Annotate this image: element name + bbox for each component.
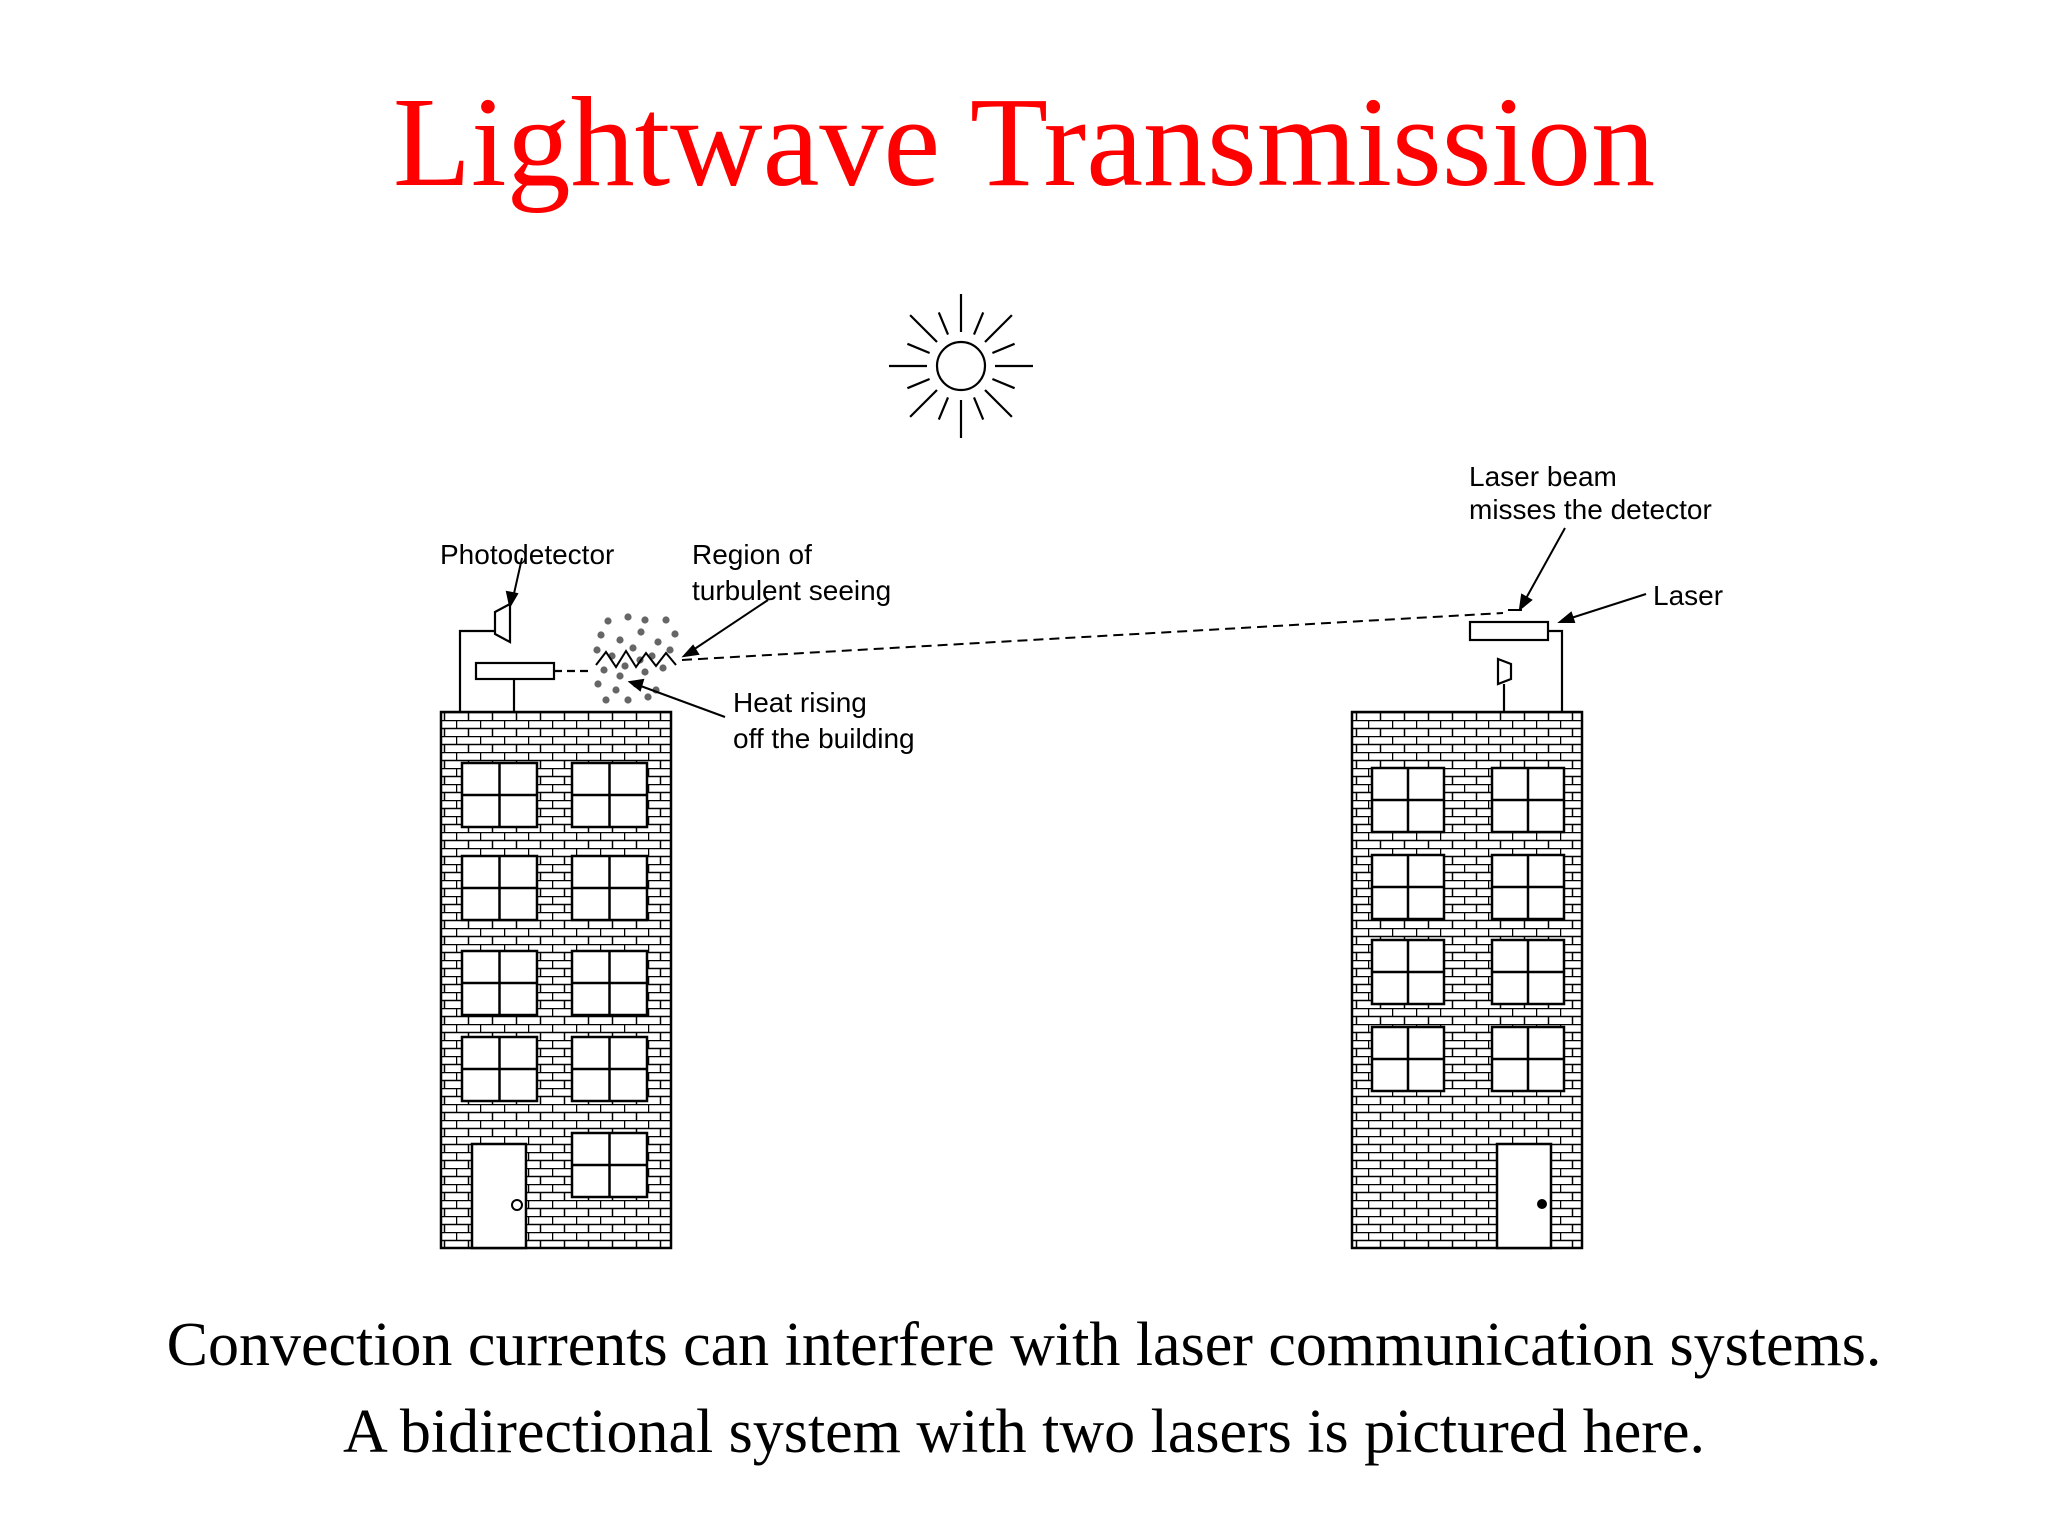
window bbox=[570, 1035, 649, 1103]
window bbox=[1490, 853, 1566, 921]
right-building bbox=[1350, 710, 1584, 1250]
window bbox=[460, 854, 539, 922]
left-laser-icon bbox=[474, 661, 556, 681]
left-rooftop-equipment bbox=[458, 602, 593, 712]
laser-beam bbox=[681, 612, 1504, 661]
turbulence-dot bbox=[662, 616, 670, 624]
window bbox=[570, 1131, 649, 1199]
label-laser: Laser bbox=[1653, 580, 1723, 611]
sun-ray bbox=[909, 314, 938, 343]
turbulence-dot bbox=[644, 693, 652, 701]
label-beam-line1: Laser beam bbox=[1469, 461, 1617, 492]
window bbox=[460, 1035, 539, 1103]
caption-line-1: Convection currents can interfere with l… bbox=[166, 1311, 1882, 1379]
arrowhead-heat bbox=[627, 678, 645, 692]
sun-ray bbox=[906, 377, 931, 390]
caption-line-2: A bidirectional system with two lasers i… bbox=[343, 1398, 1705, 1466]
right-rooftop-equipment bbox=[1468, 620, 1564, 712]
turbulence-dot bbox=[616, 636, 624, 644]
turbulence-dot bbox=[616, 672, 624, 680]
label-region-line2: turbulent seeing bbox=[692, 575, 891, 606]
sun-ray bbox=[972, 396, 985, 421]
turbulence-dot bbox=[659, 664, 667, 672]
sun-ray bbox=[972, 311, 985, 336]
turbulence-dot bbox=[602, 696, 610, 704]
window bbox=[1490, 1025, 1566, 1093]
turbulence-dot bbox=[641, 616, 649, 624]
photodetector-icon bbox=[493, 602, 512, 644]
window bbox=[1370, 853, 1446, 921]
label-heat-line2: off the building bbox=[733, 723, 915, 754]
label-heat-line1: Heat rising bbox=[733, 687, 867, 718]
sun-ray bbox=[937, 311, 950, 336]
slide-title: Lightwave Transmission bbox=[392, 71, 1656, 213]
turbulence-dot bbox=[641, 668, 649, 676]
sun-ray bbox=[991, 342, 1016, 355]
turbulence-dot bbox=[624, 613, 632, 621]
turbulence-dot bbox=[629, 644, 637, 652]
window bbox=[570, 854, 649, 922]
arrowhead-region bbox=[681, 644, 700, 658]
turbulence-dot bbox=[597, 631, 605, 639]
turbulence-dot bbox=[612, 686, 620, 694]
window bbox=[570, 949, 649, 1017]
turbulence-dot bbox=[671, 630, 679, 638]
window bbox=[460, 949, 539, 1017]
label-photodetector: Photodetector bbox=[440, 539, 614, 570]
sun-ray bbox=[984, 389, 1013, 418]
turbulence-dot bbox=[624, 696, 632, 704]
window bbox=[460, 761, 539, 829]
right-door bbox=[1495, 1142, 1553, 1250]
turbulence-dot bbox=[654, 638, 662, 646]
turbulence-dot bbox=[666, 646, 674, 654]
label-beam-line2: misses the detector bbox=[1469, 494, 1712, 525]
left-building bbox=[439, 710, 673, 1250]
arrowhead-laser bbox=[1557, 611, 1576, 623]
arrowhead-beam bbox=[1518, 593, 1533, 612]
left-door bbox=[470, 1142, 528, 1250]
sun-ray bbox=[984, 314, 1013, 343]
turbulence-dot bbox=[594, 680, 602, 688]
right-photodetector-icon bbox=[1496, 657, 1513, 686]
window bbox=[570, 761, 649, 829]
window bbox=[1490, 766, 1566, 834]
turbulence-dot bbox=[637, 628, 645, 636]
arrowhead-photodetector bbox=[505, 590, 519, 609]
window bbox=[1370, 938, 1446, 1006]
sun-icon bbox=[889, 294, 1033, 438]
wavy-beam bbox=[595, 649, 677, 669]
sun-ray bbox=[909, 389, 938, 418]
turbulence-dots bbox=[593, 613, 679, 704]
label-region-line1: Region of bbox=[692, 539, 812, 570]
right-laser-icon bbox=[1468, 620, 1550, 642]
sun-ray bbox=[991, 377, 1016, 390]
turbulence-dot bbox=[593, 646, 601, 654]
sun-ray bbox=[906, 342, 931, 355]
turbulence-dot bbox=[600, 666, 608, 674]
window bbox=[1490, 938, 1566, 1006]
turbulence-dot bbox=[604, 617, 612, 625]
window bbox=[1370, 1025, 1446, 1093]
window bbox=[1370, 766, 1446, 834]
turbulence-dot bbox=[621, 662, 629, 670]
sun-ray bbox=[937, 396, 950, 421]
